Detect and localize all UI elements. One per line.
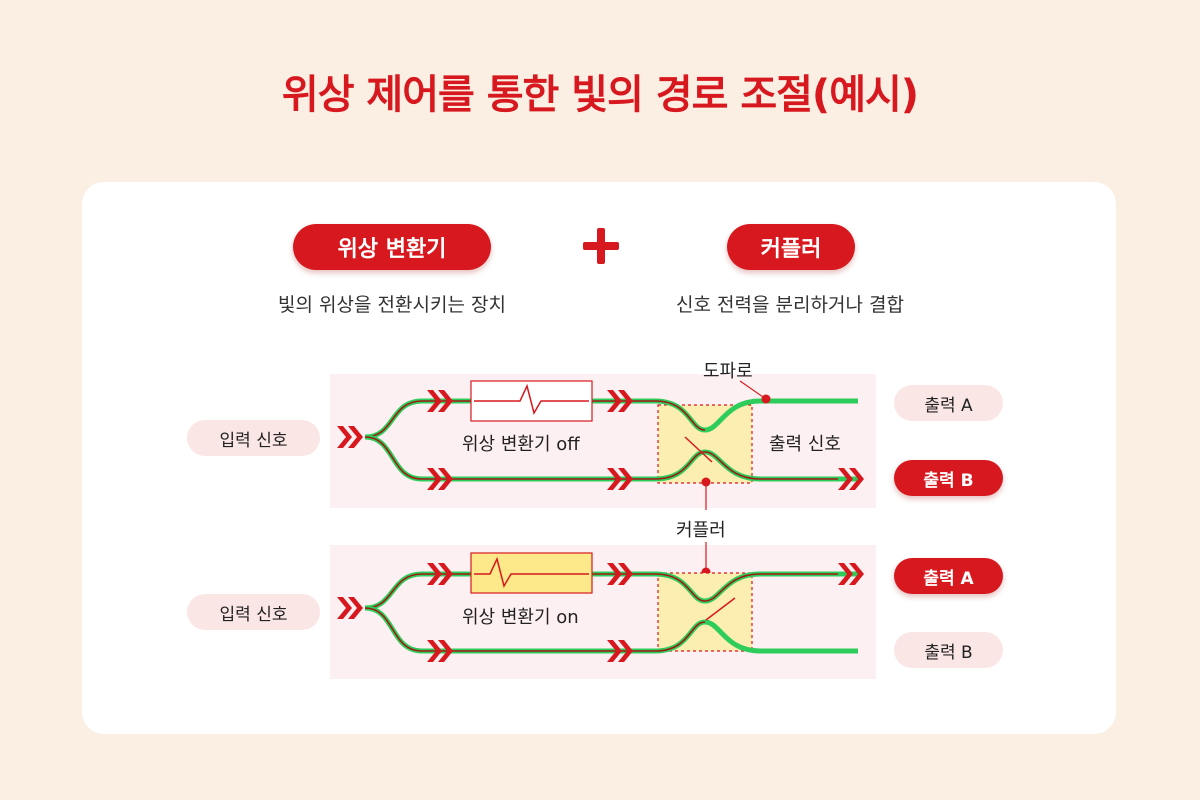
waveguide-bottom xyxy=(364,571,858,654)
phase-shifter-badge: 위상 변환기 xyxy=(293,224,491,270)
coupler-pointer-dot-top xyxy=(701,477,711,487)
coupler-box-top xyxy=(657,404,753,484)
input-signal-label-top: 입력 신호 xyxy=(187,420,320,456)
waveform-flat-icon xyxy=(474,383,589,415)
panel-phase-on xyxy=(330,545,876,679)
panel-phase-off xyxy=(330,374,876,508)
phase-shifter-description: 빛의 위상을 전환시키는 장치 xyxy=(278,294,506,316)
waveguide-pointer-dot xyxy=(761,394,771,404)
input-signal-label-bottom: 입력 신호 xyxy=(187,594,320,630)
output-b-label-bottom: 출력 B xyxy=(894,632,1003,668)
phase-shifter-off-label: 위상 변환기 off xyxy=(462,434,580,455)
coupler-box-bottom xyxy=(657,572,753,652)
phase-shifter-box-bottom xyxy=(470,552,593,594)
waveform-shifted-icon xyxy=(474,556,589,588)
coupler-badge: 커플러 xyxy=(727,224,855,270)
page-title: 위상 제어를 통한 빛의 경로 조절(예시) xyxy=(281,72,919,118)
phase-shifter-on-label: 위상 변환기 on xyxy=(462,607,579,628)
coupler-description: 신호 전력을 분리하거나 결합 xyxy=(676,294,904,316)
plus-icon xyxy=(583,228,619,264)
output-signal-label: 출력 신호 xyxy=(769,434,841,455)
output-a-label-top: 출력 A xyxy=(894,385,1003,421)
waveguide-top xyxy=(364,398,858,482)
output-b-label-top: 출력 B xyxy=(894,460,1003,496)
waveguide-label: 도파로 xyxy=(703,361,753,382)
coupler-label: 커플러 xyxy=(676,520,726,541)
output-a-label-bottom: 출력 A xyxy=(894,558,1003,594)
